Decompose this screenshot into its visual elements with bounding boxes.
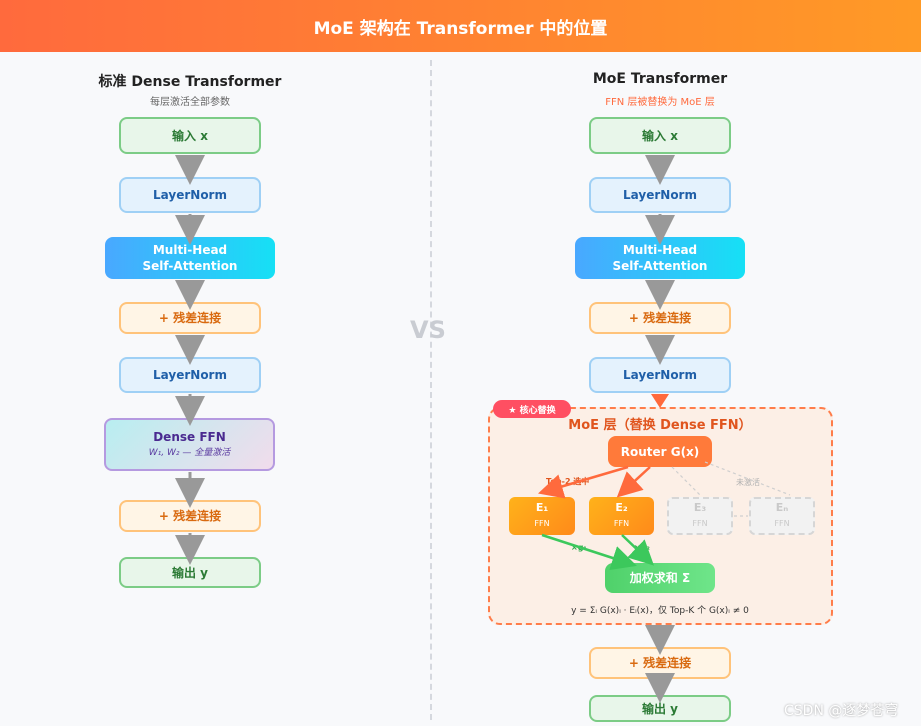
left-ffn-title: Dense FFN (153, 429, 226, 444)
router-label: Router G(x) (620, 444, 700, 459)
left-residual2-node: + 残差连接 (119, 500, 261, 532)
expert-3-node: E₃ FFN (667, 497, 733, 535)
left-attention-node: Multi-Head Self-Attention (105, 237, 275, 279)
gate-1-label: ×g₁ (571, 543, 587, 552)
right-layernorm1-node: LayerNorm (589, 177, 731, 213)
expert-2-label: E₂ (615, 501, 628, 514)
topk-label: Top-2 选中 (546, 477, 590, 486)
expert-2-node: E₂ FFN (589, 497, 654, 535)
left-output-node: 输出 y (119, 557, 261, 588)
router-node: Router G(x) (608, 436, 712, 467)
inactive-label: 未激活 (736, 478, 760, 487)
left-ffn-sub: W₁, W₂ — 全量激活 (148, 447, 231, 458)
left-layernorm2-label: LayerNorm (153, 368, 227, 382)
right-attention-label1: Multi-Head (622, 243, 698, 257)
weighted-sum-node: 加权求和 Σ (605, 563, 715, 593)
left-residual2-label: + 残差连接 (158, 509, 222, 523)
page-title: MoE 架构在 Transformer 中的位置 (0, 0, 921, 52)
gate-2-label: ×g₂ (634, 543, 650, 552)
expert-n-label: Eₙ (775, 501, 789, 514)
core-replace-badge: ★ 核心替换 (493, 400, 571, 418)
moe-formula: y = Σᵢ G(x)ᵢ · Eᵢ(x)，仅 Top-K 个 G(x)ᵢ ≠ 0 (571, 606, 749, 616)
left-output-label: 输出 y (171, 565, 208, 580)
left-attention-label1: Multi-Head (152, 243, 228, 257)
expert-1-label: E₁ (535, 501, 549, 514)
right-input-label: 输入 x (642, 128, 678, 143)
right-residual2-node: + 残差连接 (589, 647, 731, 679)
left-attention-label2: Self-Attention (142, 259, 238, 273)
left-residual1-label: + 残差连接 (158, 311, 222, 325)
right-residual1-node: + 残差连接 (589, 302, 731, 334)
right-output-node: 输出 y (589, 695, 731, 722)
right-title: MoE Transformer (592, 71, 728, 87)
left-layernorm2-node: LayerNorm (119, 357, 261, 393)
expert-3-sub: FFN (692, 519, 708, 528)
expert-3-label: E₃ (693, 501, 707, 514)
left-subtitle: 每层激活全部参数 (150, 97, 230, 108)
right-layernorm2-label: LayerNorm (623, 368, 697, 382)
left-layernorm1-node: LayerNorm (119, 177, 261, 213)
watermark: CSDN @逐梦苍穹 (784, 703, 899, 719)
right-layernorm1-label: LayerNorm (623, 188, 697, 202)
expert-n-node: Eₙ FFN (749, 497, 815, 535)
right-layernorm2-node: LayerNorm (589, 357, 731, 393)
left-input-node: 输入 x (119, 117, 261, 154)
right-residual1-label: + 残差连接 (628, 311, 692, 325)
right-subtitle: FFN 层被替换为 MoE 层 (605, 97, 715, 108)
left-residual1-node: + 残差连接 (119, 302, 261, 334)
right-attention-node: Multi-Head Self-Attention (575, 237, 745, 279)
right-output-label: 输出 y (641, 701, 678, 716)
expert-n-sub: FFN (774, 519, 790, 528)
column-divider (430, 60, 432, 720)
right-attention-label2: Self-Attention (612, 259, 708, 273)
expert-1-node: E₁ FFN (509, 497, 575, 535)
left-layernorm1-label: LayerNorm (153, 188, 227, 202)
vs-label: VS (410, 316, 446, 344)
left-dense-ffn-node: Dense FFN W₁, W₂ — 全量激活 (104, 418, 275, 471)
left-title: 标准 Dense Transformer (98, 74, 282, 90)
left-input-label: 输入 x (172, 128, 208, 143)
moe-layer-title: MoE 层（替换 Dense FFN） (568, 418, 752, 433)
right-residual2-label: + 残差连接 (628, 656, 692, 670)
right-input-node: 输入 x (589, 117, 731, 154)
expert-1-sub: FFN (534, 519, 550, 528)
expert-2-sub: FFN (613, 519, 630, 528)
weighted-sum-label: 加权求和 Σ (629, 571, 691, 585)
